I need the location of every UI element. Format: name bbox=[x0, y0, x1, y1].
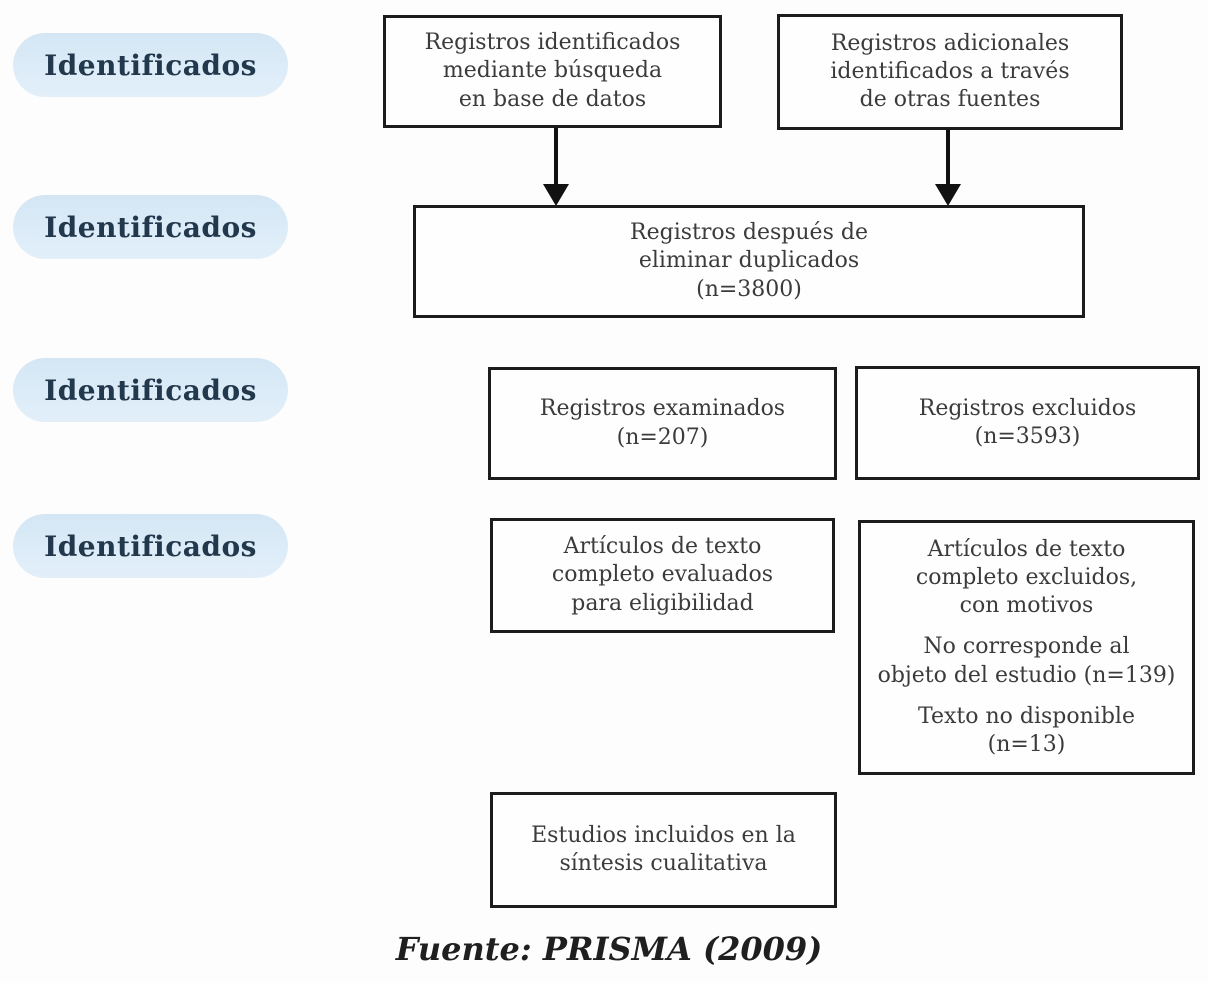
box-records-other-sources: Registros adicionales identificados a tr… bbox=[777, 14, 1123, 130]
stage-pill-3: Identificados bbox=[13, 358, 288, 422]
box-records-excluded-text: Registros excluidos (n=3593) bbox=[918, 395, 1137, 449]
stage-pill-label: Identificados bbox=[44, 373, 257, 407]
box-fulltext-excluded: Artículos de texto completo excluidos, c… bbox=[858, 520, 1195, 775]
box-records-database-text: Registros identificados mediante búsqued… bbox=[424, 30, 681, 112]
stage-pill-2: Identificados bbox=[13, 195, 288, 259]
box-fulltext-excluded-reason-1: No corresponde al objeto del estudio (n=… bbox=[877, 634, 1176, 688]
stage-pill-4: Identificados bbox=[13, 514, 288, 578]
box-studies-included: Estudios incluidos en la síntesis cualit… bbox=[490, 792, 837, 908]
box-fulltext-excluded-reason-2: Texto no disponible (n=13) bbox=[918, 703, 1135, 757]
stage-pill-label: Identificados bbox=[44, 48, 257, 82]
box-records-other-sources-text: Registros adicionales identificados a tr… bbox=[830, 30, 1070, 113]
box-records-database: Registros identificados mediante búsqued… bbox=[383, 15, 722, 128]
source-caption: Fuente: PRISMA (2009) bbox=[395, 930, 823, 968]
arrow-down-icon bbox=[935, 184, 961, 206]
box-fulltext-excluded-header: Artículos de texto completo excluidos, c… bbox=[915, 536, 1138, 619]
flow-arrow-db-shaft bbox=[554, 128, 558, 186]
box-records-screened: Registros examinados (n=207) bbox=[488, 367, 837, 480]
box-studies-included-text: Estudios incluidos en la síntesis cualit… bbox=[531, 822, 796, 876]
box-fulltext-assessed: Artículos de texto completo evaluados pa… bbox=[490, 518, 835, 633]
stage-pill-1: Identificados bbox=[13, 33, 288, 97]
stage-pill-label: Identificados bbox=[44, 529, 257, 563]
box-records-excluded: Registros excluidos (n=3593) bbox=[855, 366, 1200, 480]
stage-pill-label: Identificados bbox=[44, 210, 257, 244]
box-records-screened-text: Registros examinados (n=207) bbox=[539, 396, 786, 450]
flow-arrow-other-shaft bbox=[946, 130, 950, 186]
box-fulltext-assessed-text: Artículos de texto completo evaluados pa… bbox=[551, 534, 774, 616]
arrow-down-icon bbox=[543, 184, 569, 206]
box-after-duplicates: Registros después de eliminar duplicados… bbox=[413, 205, 1085, 318]
box-after-duplicates-text: Registros después de eliminar duplicados… bbox=[630, 220, 868, 302]
